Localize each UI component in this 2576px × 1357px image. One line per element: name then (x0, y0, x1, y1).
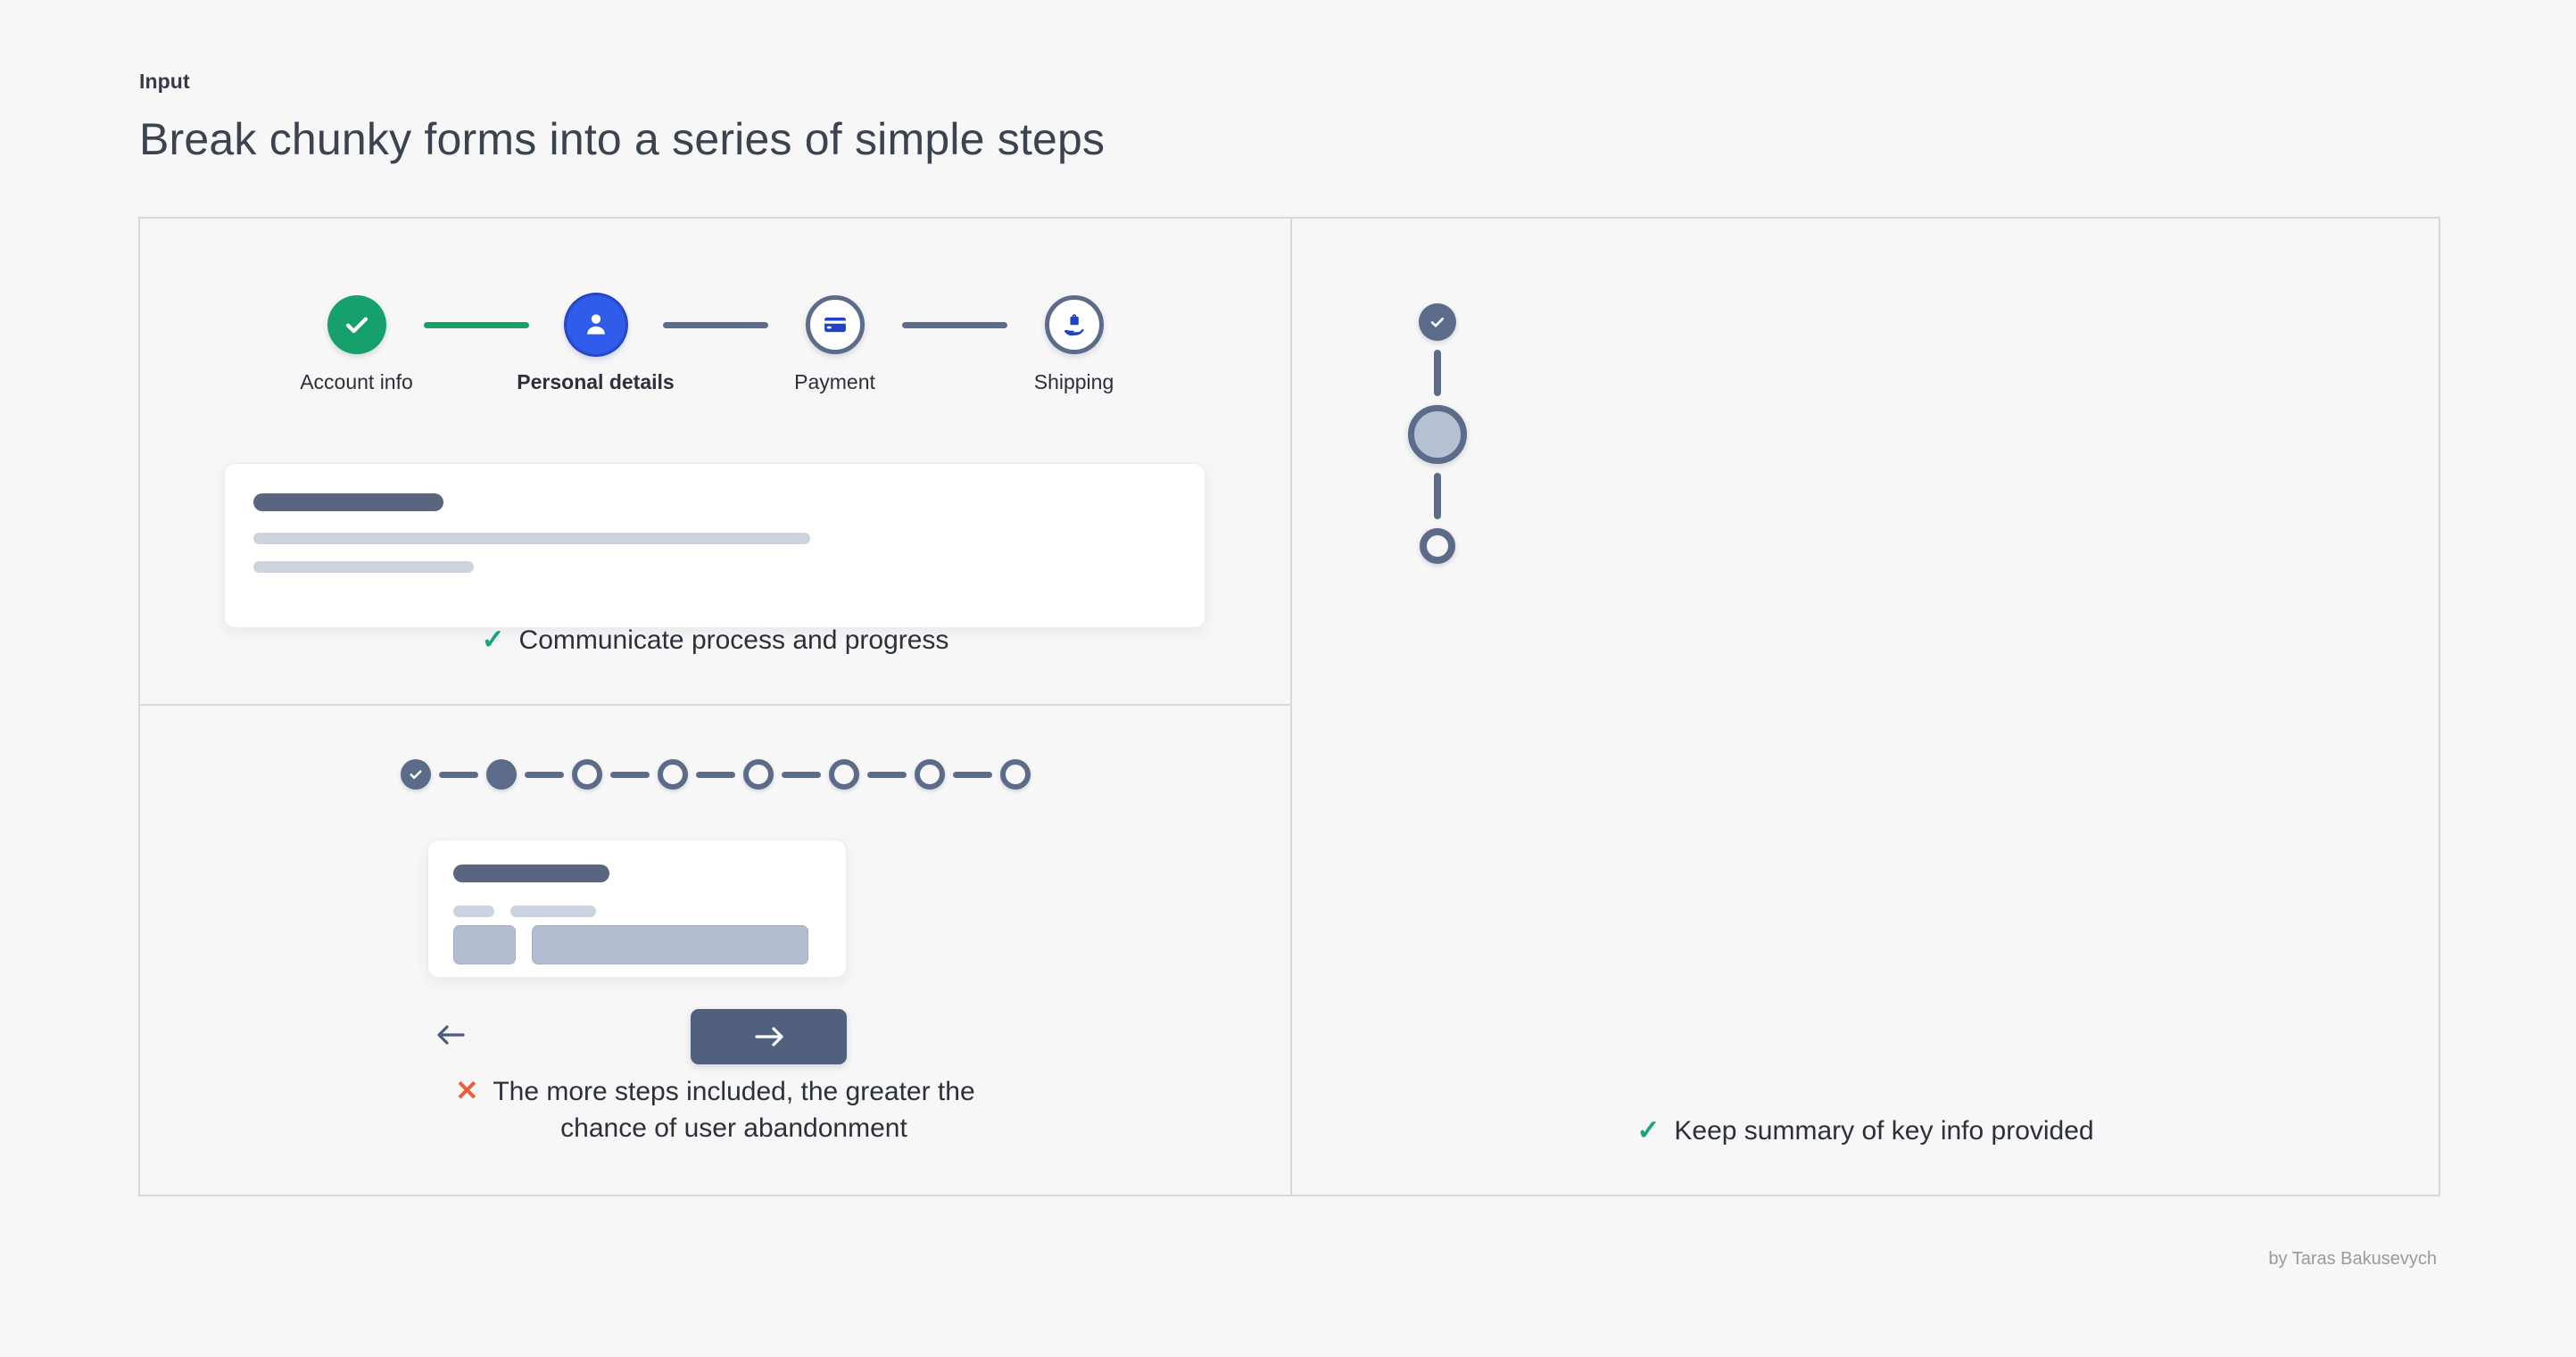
step-shipping[interactable]: Shipping (1007, 295, 1141, 394)
page-header: Input Break chunky forms into a series o… (139, 70, 1105, 165)
form-nav-row (427, 1009, 847, 1064)
form-card-small[interactable] (427, 840, 847, 978)
field-label-placeholder (510, 906, 596, 917)
step-circle-active[interactable] (566, 295, 625, 354)
caption-communicate: ✓ Communicate process and progress (140, 622, 1290, 658)
long-step-connector (781, 771, 821, 778)
panel-communicate-progress: Account info Personal details (140, 219, 1290, 706)
next-button[interactable] (691, 1009, 847, 1064)
check-icon (345, 317, 368, 334)
hand-package-icon (1064, 314, 1084, 336)
step-circle-done[interactable] (327, 295, 386, 354)
arrow-right-icon (754, 1027, 783, 1047)
left-column: Account info Personal details (140, 219, 1292, 1195)
card-text-line (253, 533, 810, 544)
long-step-connector (609, 771, 650, 778)
panel-too-many-steps: ✕ The more steps included, the greater t… (140, 706, 1290, 1195)
check-icon (409, 770, 422, 780)
check-icon: ✓ (481, 624, 505, 655)
step-account-info[interactable]: Account info (290, 295, 424, 394)
long-step-dot-pending[interactable] (999, 759, 1031, 790)
long-step-connector (438, 771, 478, 778)
vertical-step-active[interactable] (1408, 405, 1467, 464)
long-step-connector (695, 771, 735, 778)
long-step-dot-current[interactable] (485, 759, 517, 790)
page-title: Break chunky forms into a series of simp… (139, 114, 1106, 164)
caption-text: Communicate process and progress (518, 625, 949, 655)
caption-line-2: chance of user abandonment (560, 1113, 907, 1144)
step-label: Payment (794, 370, 875, 393)
caption-abandonment: ✕ The more steps included, the greater t… (140, 1073, 1290, 1147)
card-title-placeholder (253, 493, 443, 511)
long-step-connector (952, 771, 992, 778)
long-stepper (140, 759, 1290, 790)
long-step-connector (524, 771, 564, 778)
credit-text: by Taras Bakusevych (2268, 1249, 2437, 1269)
check-icon: ✓ (1636, 1114, 1661, 1146)
form-field[interactable] (532, 925, 808, 964)
long-step-connector (866, 771, 907, 778)
long-step-dot-pending[interactable] (914, 759, 945, 790)
vertical-step-connector (1434, 473, 1441, 519)
caption-summary: ✓ Keep summary of key info provided (1292, 1113, 2439, 1149)
step-circle-idle[interactable] (1044, 295, 1104, 354)
card-text-line (253, 561, 474, 573)
header-kicker: Input (139, 70, 190, 93)
step-label: Personal details (517, 370, 675, 393)
vertical-step-connector (1434, 350, 1441, 396)
check-icon (1430, 317, 1445, 327)
long-step-dot-pending[interactable] (571, 759, 602, 790)
vertical-step-done[interactable] (1419, 303, 1456, 341)
card-title-placeholder (453, 865, 609, 882)
credit-card-icon (824, 317, 846, 333)
content-frame: Account info Personal details (138, 217, 2440, 1196)
step-circle-idle[interactable] (805, 295, 865, 354)
step-personal-details[interactable]: Personal details (517, 295, 675, 394)
form-field[interactable] (453, 925, 516, 964)
step-label: Shipping (1033, 370, 1114, 393)
field-label-placeholder (453, 906, 494, 917)
caption-text: The more steps included, the greater the… (493, 1073, 974, 1147)
step-connector-grey (662, 322, 768, 328)
long-step-dot-pending[interactable] (657, 759, 688, 790)
caption-line-1: The more steps included, the greater the (493, 1077, 975, 1106)
vertical-step-pending[interactable] (1420, 528, 1455, 564)
step-connector-grey (901, 322, 1007, 328)
person-icon (586, 314, 605, 335)
cross-icon: ✕ (455, 1075, 479, 1106)
long-step-dot-pending[interactable] (828, 759, 859, 790)
long-step-dot-pending[interactable] (742, 759, 774, 790)
vertical-stepper (1408, 303, 1467, 564)
horizontal-stepper: Account info Personal details (140, 295, 1290, 394)
panel-summary: ✓ Keep summary of key info provided (1292, 219, 2439, 1195)
step-label: Account info (300, 370, 413, 393)
long-step-dot-done[interactable] (400, 759, 431, 790)
step-connector-green (423, 322, 529, 328)
form-card-large[interactable] (224, 463, 1205, 628)
back-button[interactable] (427, 1014, 474, 1055)
arrow-left-icon (437, 1025, 465, 1045)
caption-text: Keep summary of key info provided (1674, 1116, 2094, 1146)
step-payment[interactable]: Payment (768, 295, 902, 394)
